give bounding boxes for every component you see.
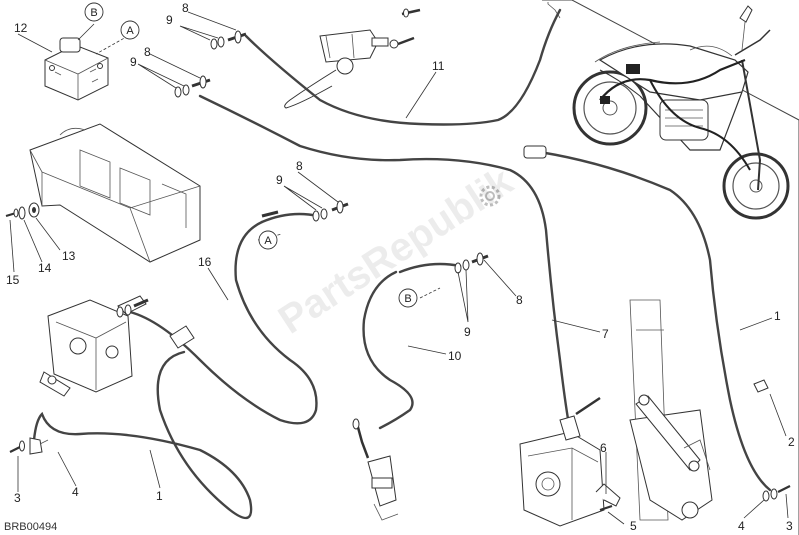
svg-text:A: A bbox=[264, 235, 272, 247]
svg-text:A: A bbox=[126, 25, 134, 37]
callout-5: 5 bbox=[630, 519, 637, 533]
hose-16 bbox=[128, 220, 318, 425]
banjo-bolt-top bbox=[397, 8, 421, 46]
front-fork-leg bbox=[629, 299, 713, 521]
callout-13: 13 bbox=[62, 249, 76, 263]
hose-1-rear bbox=[32, 350, 253, 520]
callout-10: 10 bbox=[448, 349, 462, 363]
callout-1-front: 1 bbox=[774, 309, 781, 323]
banjo-fitting-lower bbox=[174, 75, 211, 98]
rear-master-cylinder bbox=[352, 418, 399, 521]
callout-1-rear: 1 bbox=[156, 489, 163, 503]
callout-9-c: 9 bbox=[276, 173, 283, 187]
sensor-bracket-6 bbox=[595, 483, 621, 512]
gear-icon bbox=[479, 185, 501, 207]
connection-marker-b-mid: B bbox=[398, 288, 418, 308]
abs-hydraulic-unit bbox=[44, 37, 109, 101]
brake-hoses bbox=[32, 8, 772, 520]
callout-9-d: 9 bbox=[464, 325, 471, 339]
connection-marker-a-top: A bbox=[120, 20, 140, 40]
rear-sensor-probe bbox=[169, 325, 195, 349]
callout-8-a: 8 bbox=[182, 1, 189, 15]
callout-6: 6 bbox=[600, 441, 607, 455]
callout-8-d: 8 bbox=[516, 293, 523, 307]
callout-4-front: 4 bbox=[738, 519, 745, 533]
callout-14: 14 bbox=[38, 261, 52, 275]
hose-10 bbox=[362, 270, 414, 430]
callout-4-rear: 4 bbox=[72, 485, 79, 499]
callout-3-rear: 3 bbox=[14, 491, 21, 505]
banjo-fitting-mid-b bbox=[454, 252, 489, 274]
hose-7 bbox=[198, 94, 572, 432]
rear-brake-caliper bbox=[39, 295, 147, 397]
connection-marker-b-top: B bbox=[84, 2, 104, 22]
watermark-text: PartsRepublik bbox=[271, 159, 521, 343]
washer-14 bbox=[18, 206, 26, 220]
callout-12: 12 bbox=[14, 21, 28, 35]
abs-mounting-bracket bbox=[29, 123, 201, 263]
callout-labels: 12 9 8 9 8 11 13 14 15 9 8 16 9 8 10 7 1… bbox=[6, 1, 795, 533]
front-brake-caliper bbox=[519, 396, 605, 527]
banjo-fitting-upper bbox=[210, 30, 247, 50]
callout-15: 15 bbox=[6, 273, 20, 287]
motorcycle-inset bbox=[542, 0, 799, 535]
screw-15 bbox=[5, 208, 19, 218]
svg-text:B: B bbox=[90, 7, 97, 19]
leader-lines bbox=[9, 11, 789, 525]
callout-9-a: 9 bbox=[166, 13, 173, 27]
hose-11 bbox=[244, 8, 562, 126]
grommet-13 bbox=[28, 202, 40, 218]
callout-8-c: 8 bbox=[296, 159, 303, 173]
front-master-cylinder bbox=[284, 29, 399, 109]
connection-marker-a-mid: A bbox=[258, 230, 278, 250]
callout-3-front: 3 bbox=[786, 519, 793, 533]
front-sensor-parts bbox=[753, 379, 791, 502]
hose-1-front bbox=[524, 148, 772, 492]
rear-sensor-parts bbox=[9, 437, 49, 455]
banjo-fitting-mid-a bbox=[261, 200, 349, 222]
callout-7: 7 bbox=[602, 327, 609, 341]
hose-end-fitting-7 bbox=[523, 145, 547, 159]
motorcycle-illustration bbox=[572, 5, 790, 220]
diagram-reference-code: BRB00494 bbox=[4, 521, 57, 533]
callout-9-b: 9 bbox=[130, 55, 137, 69]
callout-2: 2 bbox=[788, 435, 795, 449]
banjo-fitting-rear bbox=[116, 298, 149, 318]
svg-text:B: B bbox=[404, 293, 411, 305]
callout-8-b: 8 bbox=[144, 45, 151, 59]
watermark: PartsRepublik bbox=[271, 159, 521, 343]
callout-16: 16 bbox=[198, 255, 212, 269]
callout-11: 11 bbox=[432, 59, 445, 73]
